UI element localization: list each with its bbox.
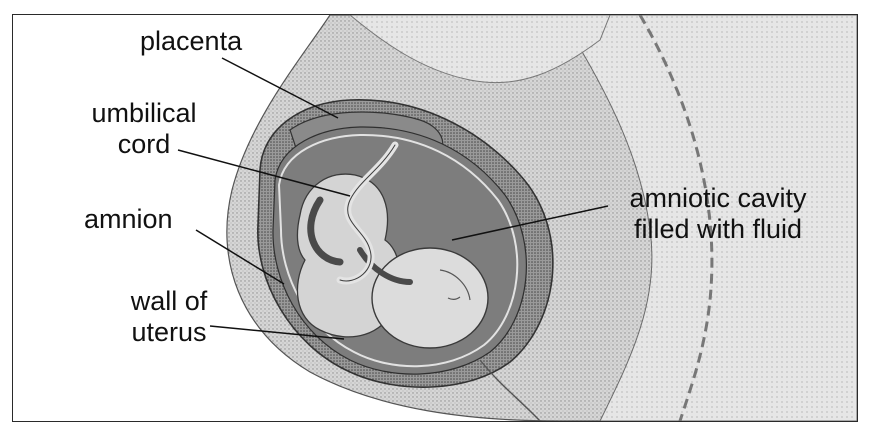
label-placenta-text: placenta <box>140 26 242 57</box>
fetus-head <box>372 248 488 348</box>
label-umbilical-cord-line-2: cord <box>64 129 224 160</box>
label-wall-of-uterus: wall of uterus <box>94 286 244 348</box>
label-amnion: amnion <box>84 204 173 235</box>
label-amniotic-cavity-line-1: amniotic cavity <box>598 183 838 214</box>
label-placenta: placenta <box>140 26 242 57</box>
label-wall-of-uterus-line-2: uterus <box>94 317 244 348</box>
label-amniotic-cavity-line-2: filled with fluid <box>598 214 838 245</box>
label-umbilical-cord: umbilical cord <box>64 98 224 160</box>
label-amniotic-cavity: amniotic cavity filled with fluid <box>598 183 838 245</box>
label-amnion-text: amnion <box>84 204 173 235</box>
label-umbilical-cord-line-1: umbilical <box>64 98 224 129</box>
label-wall-of-uterus-line-1: wall of <box>94 286 244 317</box>
